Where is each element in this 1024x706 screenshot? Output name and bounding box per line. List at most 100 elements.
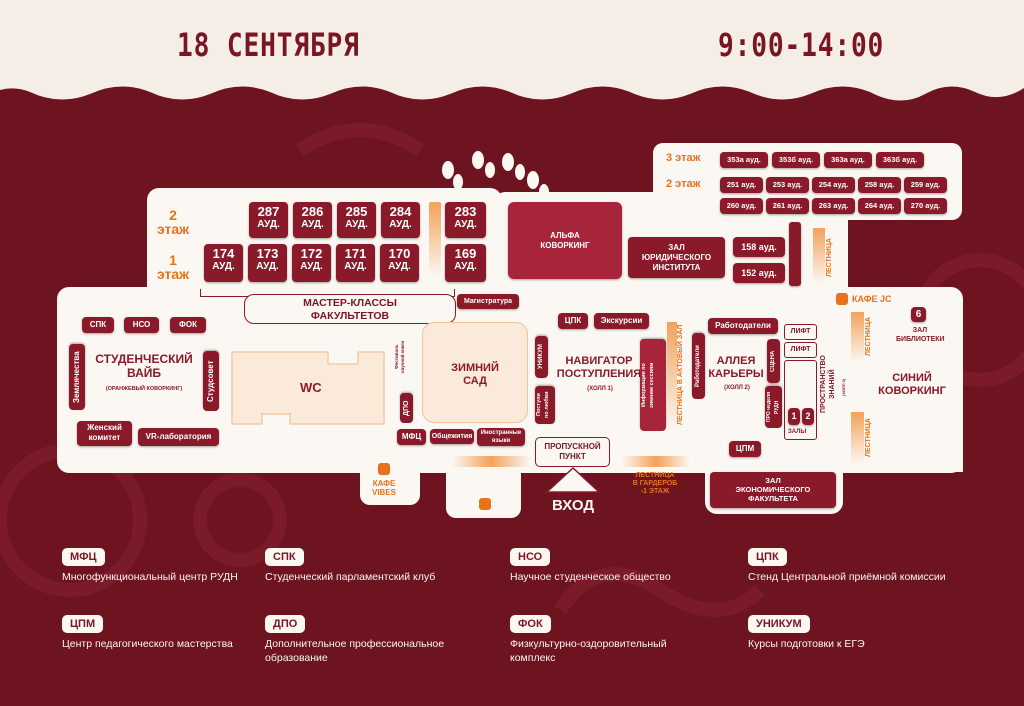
- wc-label: WC: [300, 380, 322, 395]
- footprints-icon: [442, 151, 549, 200]
- stairs-right-1-label: ЛЕСТНИЦА: [865, 317, 872, 357]
- halls-frame: [784, 360, 817, 440]
- stairs-right-2-bar: [851, 412, 864, 464]
- room-suffix: АУД.: [256, 261, 279, 272]
- room-badge: 270 ауд.: [904, 198, 947, 214]
- legend-abbr-badge: ЦПМ: [62, 615, 104, 633]
- fok-badge: ФОК: [170, 317, 206, 333]
- checkpoint: ПРОПУСКНОЙ ПУНКТ: [535, 437, 610, 467]
- room-suffix: АУД.: [212, 261, 235, 272]
- room-suffix: АУД.: [301, 219, 324, 230]
- employers-badge: Работодатели: [708, 318, 778, 334]
- room-suffix: АУД.: [454, 261, 477, 272]
- alfa-coworking: АЛЬФА КОВОРКИНГ: [508, 202, 622, 279]
- room-badge: 258 ауд.: [858, 177, 901, 193]
- room-suffix: АУД.: [257, 219, 280, 230]
- legend-abbr-badge: НСО: [510, 548, 551, 566]
- room-badge: 263 ауд.: [812, 198, 855, 214]
- stairs-right-2-label: ЛЕСТНИЦА: [865, 418, 872, 458]
- holl3-label: (ХОЛЛ 3): [841, 378, 846, 396]
- legend-abbr-badge: ФОК: [510, 615, 551, 633]
- header: 18 СЕНТЯБРЯ 9:00-14:00: [0, 0, 1024, 110]
- room-number: 172: [300, 246, 323, 261]
- floor-2-right-label: 2 этаж: [666, 178, 701, 190]
- lift-2: ЛИФТ: [784, 342, 817, 358]
- cafe-vibes-icon: [378, 463, 390, 475]
- room-badge: 259 ауд.: [904, 177, 947, 193]
- law-institute-hall: ЗАЛ ЮРИДИЧЕСКОГО ИНСТИТУТА: [628, 237, 725, 278]
- stairs-vertical-left: [429, 202, 441, 276]
- room-number: 284: [389, 204, 412, 219]
- floor-1-label: 1 этаж: [156, 252, 190, 282]
- knowledge-space-label: ПРОСТРАНСТВО ЗНАНИЙ: [820, 355, 836, 413]
- magistratura-badge: Магистратура: [457, 294, 519, 309]
- women-committee-badge: Женский комитет: [77, 421, 132, 446]
- legend-description: Студенческий парламентский клуб: [265, 571, 436, 583]
- cafe-jc-icon: [836, 293, 848, 305]
- corridor-block: [789, 222, 801, 286]
- floor-right-bottom: [843, 460, 963, 472]
- stairs-act-label: ЛЕСТНИЦА В АКТОВЫЙ ЗАЛ: [677, 324, 684, 426]
- room-number: 169: [454, 246, 477, 261]
- stairs-top-label: ЛЕСТНИЦА: [826, 238, 833, 278]
- legend-abbr-badge: МФЦ: [62, 548, 105, 566]
- room-badge: 260 ауд.: [720, 198, 763, 214]
- library-label: ЗАЛ БИБЛИОТЕКИ: [896, 327, 945, 343]
- room-number: 287: [257, 204, 280, 219]
- unikum-badge: УНИКУМ: [535, 336, 548, 378]
- student-vibe-label: СТУДЕНЧЕСКИЙ ВАЙБ: [95, 352, 193, 380]
- room-suffix: АУД.: [388, 261, 411, 272]
- master-classes-label: МАСТЕР-КЛАССЫ ФАКУЛЬТЕТОВ: [244, 294, 456, 324]
- spk-badge: СПК: [82, 317, 114, 333]
- cafe-jc-label: КАФЕ JC: [852, 294, 892, 304]
- room-badge: 363б ауд.: [876, 152, 924, 168]
- orange-coworking-label: (ОРАНЖЕВЫЙ КОВОРКИНГ): [105, 386, 183, 392]
- nso-badge: НСО: [124, 317, 159, 333]
- navigator-label: НАВИГАТОР ПОСТУПЛЕНИЯ: [556, 355, 642, 380]
- hall-1: 1: [788, 408, 800, 425]
- room-number: 174: [212, 246, 235, 261]
- cafe-vibes-label: КАФЕ VIBES: [371, 479, 396, 497]
- legend-abbr-badge: ДПО: [265, 615, 306, 633]
- room-152: 152 ауд.: [733, 263, 785, 283]
- room-158: 158 ауд.: [733, 237, 785, 257]
- room-badge: 253 ауд.: [766, 177, 809, 193]
- entrance-label: ВХОД: [551, 497, 595, 514]
- languages-badge: Иностранные языки: [477, 428, 525, 446]
- legend-description: Курсы подготовки к ЕГЭ: [748, 638, 865, 650]
- legend-description: Стенд Центральной приёмной комиссии: [748, 571, 946, 583]
- festival-label: Фестиваль научной книги: [394, 340, 405, 374]
- legend-description: Дополнительное профессиональное образова…: [265, 638, 445, 664]
- legend-description: Научное студенческое общество: [510, 571, 671, 583]
- room-badge: 264 ауд.: [858, 198, 901, 214]
- wc-area: [231, 351, 385, 425]
- room-suffix: АУД.: [389, 219, 412, 230]
- scene-badge: [767, 339, 780, 383]
- entrance-arrow-icon: [545, 466, 601, 493]
- econ-faculty-hall: ЗАЛ ЭКОНОМИЧЕСКОГО ФАКУЛЬТЕТА: [710, 472, 836, 508]
- room-number: 283: [454, 204, 477, 219]
- bottom-cafe-icon: [479, 498, 491, 510]
- arrow-right-bar: [622, 456, 690, 467]
- legend-description: Физкультурно-оздоровительный комплекс: [510, 638, 667, 664]
- event-date: 18 СЕНТЯБРЯ: [177, 26, 360, 64]
- stairs-top-right: [813, 228, 825, 284]
- vr-lab-badge: VR-лаборатория: [138, 428, 219, 446]
- room-badge: 254 ауд.: [812, 177, 855, 193]
- lift-1: ЛИФТ: [784, 324, 817, 340]
- legend-description: Центр педагогического мастерства: [62, 638, 233, 650]
- room-suffix: АУД.: [345, 219, 368, 230]
- winter-garden: [422, 322, 528, 423]
- legend-abbr-badge: УНИКУМ: [748, 615, 810, 633]
- excursions-badge: Экскурсии: [594, 313, 649, 329]
- room-number: 173: [256, 246, 279, 261]
- room-suffix: АУД.: [344, 261, 367, 272]
